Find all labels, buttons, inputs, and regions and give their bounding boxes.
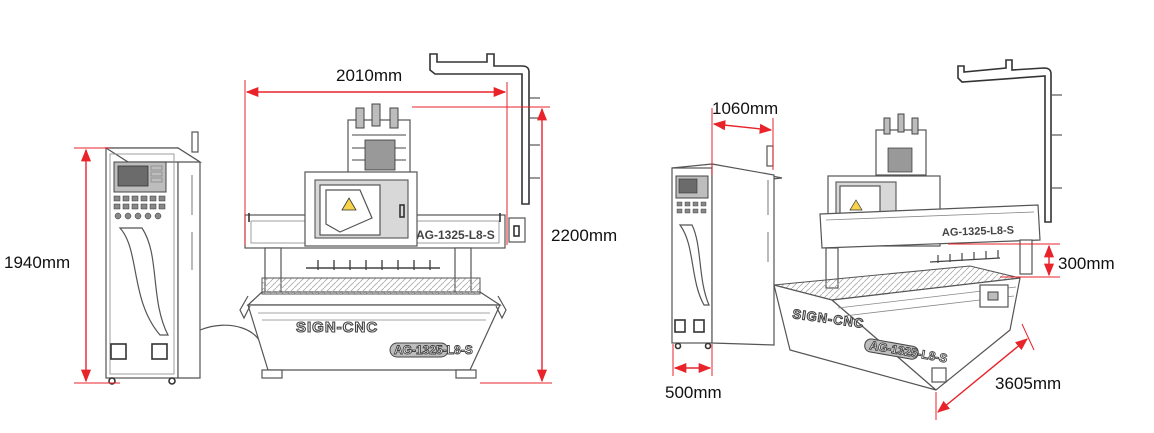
front-machine: AG-1325-L8-S xyxy=(239,53,540,379)
iso-length-label: 3605mm xyxy=(995,374,1061,393)
front-view: AG-1325-L8-S xyxy=(4,53,617,385)
front-model-plate: AG-1325-L8-S xyxy=(394,343,473,357)
iso-cabinet-width-label: 1060mm xyxy=(712,99,778,118)
iso-gantry-model-text: AG-1325-L8-S xyxy=(942,224,1015,239)
iso-machine: AG-1325-L8-S SIGN-CNC AG-1325 xyxy=(773,59,1062,391)
front-spindle-assembly xyxy=(347,103,411,176)
front-cabinet-vent-left xyxy=(110,343,127,360)
front-cabinet-vent-right xyxy=(151,343,168,360)
front-brand-text: SIGN-CNC xyxy=(296,319,378,336)
front-cabinet-buttons xyxy=(113,195,166,220)
iso-gantry-beam xyxy=(819,204,1041,249)
front-cabinet-height-label: 1940mm xyxy=(4,253,70,272)
iso-cabinet-vent-right xyxy=(693,319,705,333)
iso-dimension-lines: 1060mm 500mm 300mm 3605mm xyxy=(665,99,1115,420)
front-tool-rack xyxy=(306,260,440,270)
iso-control-cabinet xyxy=(671,145,783,350)
front-control-cabinet xyxy=(103,131,263,385)
front-width-label: 2010mm xyxy=(336,66,402,85)
iso-view: AG-1325-L8-S SIGN-CNC AG-1325 xyxy=(665,59,1115,420)
iso-gantry-offset-label: 300mm xyxy=(1058,254,1115,273)
iso-cabinet-vent-left xyxy=(674,319,686,333)
front-height-label: 2200mm xyxy=(551,226,617,245)
iso-cabinet-depth-label: 500mm xyxy=(665,383,722,402)
front-gantry-model-text: AG-1325-L8-S xyxy=(416,228,495,242)
front-dimension-lines: 2010mm 2200mm 1940mm xyxy=(4,66,617,384)
